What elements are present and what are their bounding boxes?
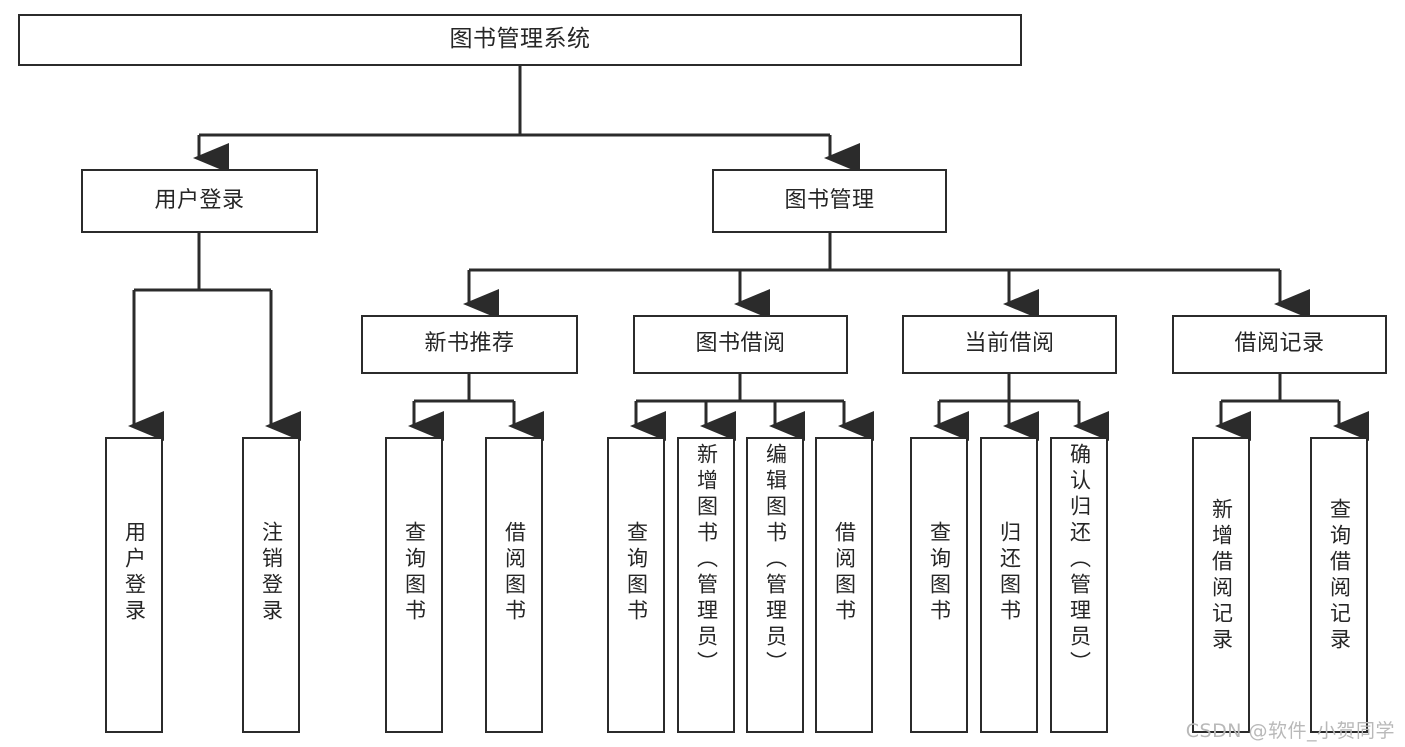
leaf-current-borrow-return-book[interactable]: 归还图书 <box>980 437 1038 733</box>
leaf-borrow-record-add-record[interactable]: 新增借阅记录 <box>1192 437 1250 733</box>
node-label: 新书推荐 <box>424 331 515 357</box>
leaf-label: 查询借阅记录 <box>1327 498 1352 654</box>
leaf-label: 用户登录 <box>122 521 147 625</box>
leaf-user-login-logout[interactable]: 注销登录 <box>242 437 300 733</box>
node-user-login[interactable]: 用户登录 <box>81 169 318 233</box>
node-book-management[interactable]: 图书管理 <box>712 169 947 233</box>
leaf-borrow-record-query-record[interactable]: 查询借阅记录 <box>1310 437 1368 733</box>
leaf-label: 编辑图书（管理员） <box>763 443 788 677</box>
leaf-label: 借阅图书 <box>832 521 857 625</box>
leaf-label: 确认归还（管理员） <box>1067 443 1092 677</box>
leaf-label: 查询图书 <box>624 521 649 625</box>
leaf-book-borrow-borrow-book[interactable]: 借阅图书 <box>815 437 873 733</box>
node-label: 图书管理系统 <box>449 26 591 53</box>
node-current-borrow[interactable]: 当前借阅 <box>902 315 1117 374</box>
node-label: 当前借阅 <box>964 331 1055 357</box>
node-label: 图书借阅 <box>695 331 786 357</box>
leaf-current-borrow-query-book[interactable]: 查询图书 <box>910 437 968 733</box>
leaf-book-borrow-edit-book-admin[interactable]: 编辑图书（管理员） <box>746 437 804 733</box>
node-root-book-management-system[interactable]: 图书管理系统 <box>18 14 1022 66</box>
leaf-label: 注销登录 <box>259 521 284 625</box>
leaf-book-borrow-add-book-admin[interactable]: 新增图书（管理员） <box>677 437 735 733</box>
node-label: 用户登录 <box>154 187 245 213</box>
csdn-watermark: CSDN @软件_小贺同学 <box>1185 720 1395 742</box>
node-label: 借阅记录 <box>1234 331 1325 357</box>
leaf-user-login-login[interactable]: 用户登录 <box>105 437 163 733</box>
node-new-book-recommend[interactable]: 新书推荐 <box>361 315 578 374</box>
leaf-label: 查询图书 <box>927 521 952 625</box>
node-label: 图书管理 <box>784 187 875 213</box>
leaf-label: 归还图书 <box>997 521 1022 625</box>
node-book-borrow[interactable]: 图书借阅 <box>633 315 848 374</box>
leaf-label: 查询图书 <box>402 521 427 625</box>
node-borrow-record[interactable]: 借阅记录 <box>1172 315 1387 374</box>
leaf-book-borrow-query-book[interactable]: 查询图书 <box>607 437 665 733</box>
leaf-new-book-query-book[interactable]: 查询图书 <box>385 437 443 733</box>
leaf-current-borrow-confirm-return-admin[interactable]: 确认归还（管理员） <box>1050 437 1108 733</box>
leaf-label: 新增图书（管理员） <box>694 443 719 677</box>
leaf-label: 新增借阅记录 <box>1209 498 1234 654</box>
leaf-new-book-borrow-book[interactable]: 借阅图书 <box>485 437 543 733</box>
leaf-label: 借阅图书 <box>502 521 527 625</box>
